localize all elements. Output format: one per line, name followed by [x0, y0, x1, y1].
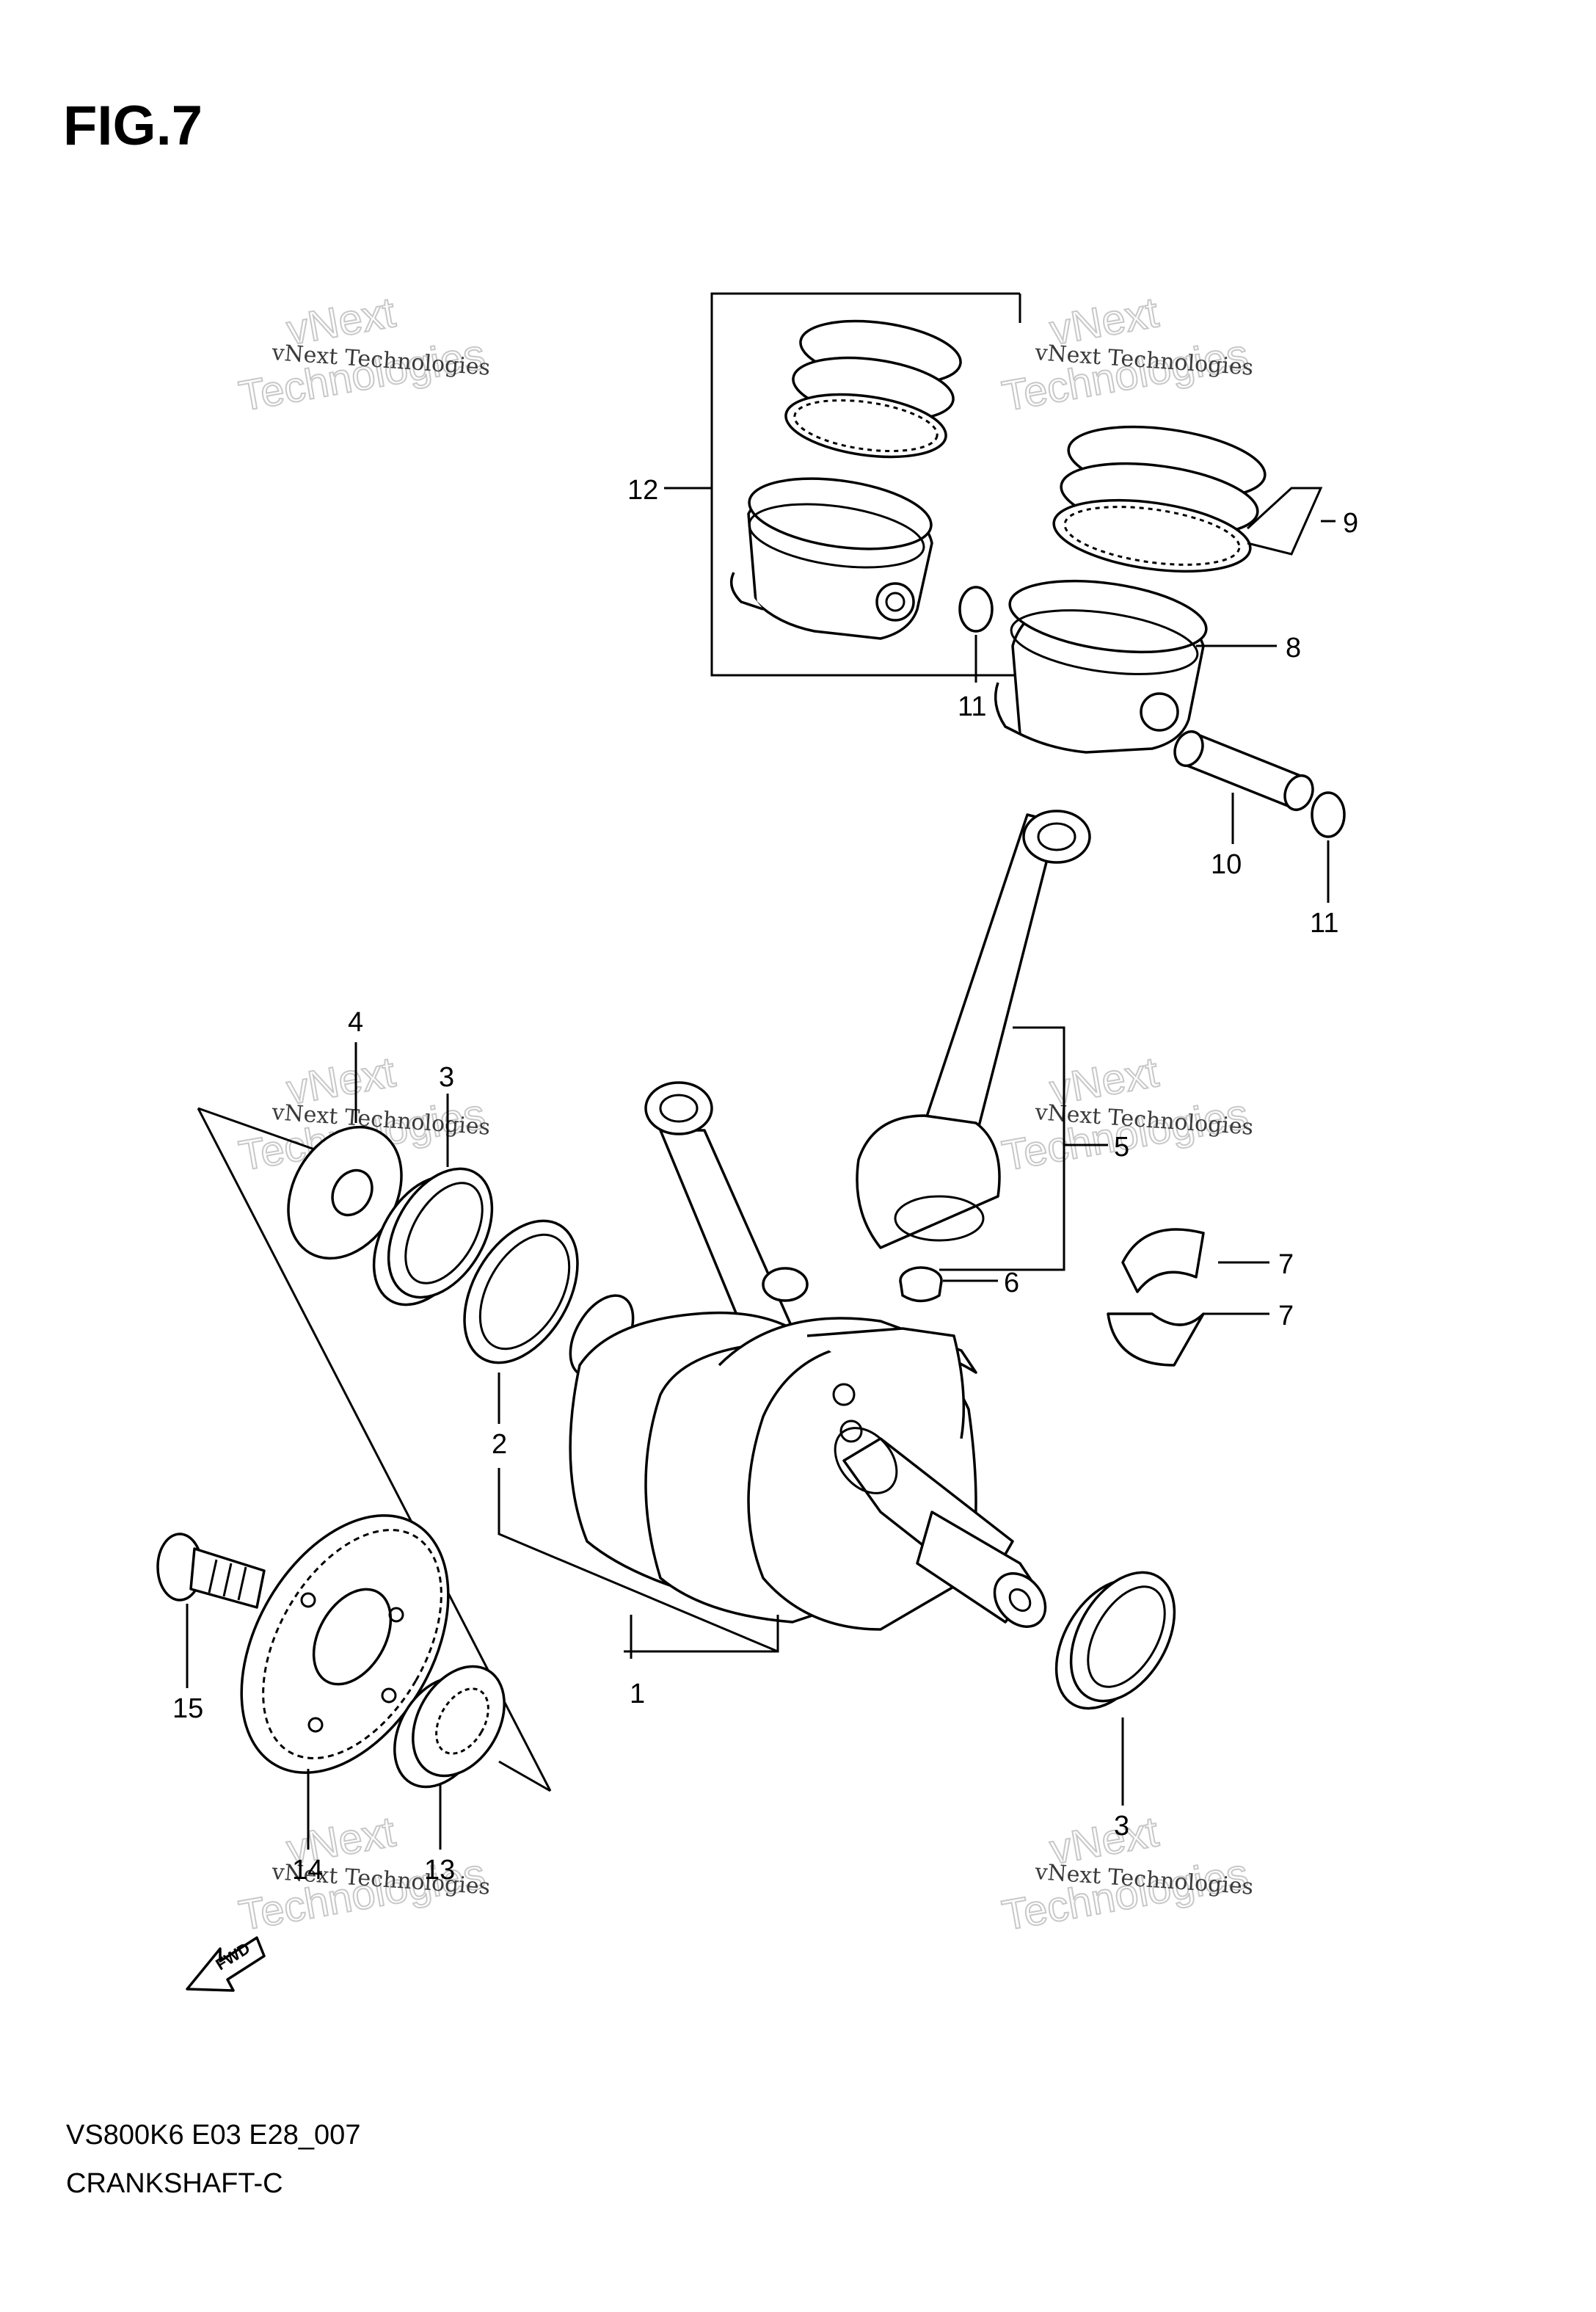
connecting-rod-5	[856, 810, 1091, 1249]
watermark-top-left: vNext Technologies vNext Technologies	[235, 288, 491, 421]
bolt-15	[156, 1533, 266, 1609]
figure-name: CRANKSHAFT-C	[66, 2168, 283, 2199]
callout-12: 12	[627, 475, 658, 506]
piston-8	[994, 579, 1208, 754]
callout-7-lower: 7	[1278, 1301, 1294, 1331]
washer-4	[287, 1125, 403, 1260]
watermark-top-right: vNext Technologies vNext Technologies	[998, 288, 1254, 421]
callout-3-upper: 3	[439, 1062, 454, 1093]
callout-14: 14	[292, 1855, 323, 1886]
callout-10: 10	[1211, 849, 1242, 880]
crankshaft-1	[569, 1081, 1047, 1631]
callout-7-upper: 7	[1278, 1249, 1294, 1280]
callout-15: 15	[172, 1693, 203, 1724]
callout-13: 13	[424, 1855, 455, 1886]
bearing-7-lower	[1107, 1312, 1205, 1367]
callout-6: 6	[1004, 1268, 1019, 1298]
callout-11-a: 11	[958, 691, 986, 722]
callout-labels: 1 2 3 3 4 5 6 7 7 8 9 10 11 11 12 13 14 …	[172, 475, 1358, 1886]
figure-title: FIG.7	[63, 95, 203, 157]
bearing-3-upper	[372, 1167, 494, 1306]
callout-2: 2	[492, 1429, 507, 1460]
piston-pin-10	[1173, 730, 1314, 812]
thrust-washer-2	[463, 1219, 579, 1364]
piston-rings-9	[1052, 425, 1267, 573]
gear-14	[240, 1514, 450, 1774]
leader-lines	[186, 487, 1336, 1850]
bearing-7-upper	[1121, 1228, 1205, 1293]
piston-set-box	[710, 292, 1021, 677]
callout-3-lower: 3	[1114, 1811, 1129, 1842]
callout-5: 5	[1114, 1132, 1129, 1163]
nut-6	[899, 1266, 943, 1303]
callout-1: 1	[630, 1679, 645, 1709]
circlip-11-a	[958, 586, 994, 633]
figure-code: VS800K6 E03 E28_007	[66, 2120, 361, 2151]
callout-4: 4	[348, 1007, 363, 1038]
callout-11-b: 11	[1310, 908, 1338, 939]
bearing-3-lower	[1054, 1571, 1176, 1710]
callout-8: 8	[1286, 633, 1301, 664]
callout-9: 9	[1343, 508, 1358, 539]
circlip-11-b	[1311, 791, 1346, 838]
gear-13	[393, 1665, 506, 1789]
fwd-arrow-icon: FWD	[186, 1936, 266, 1992]
